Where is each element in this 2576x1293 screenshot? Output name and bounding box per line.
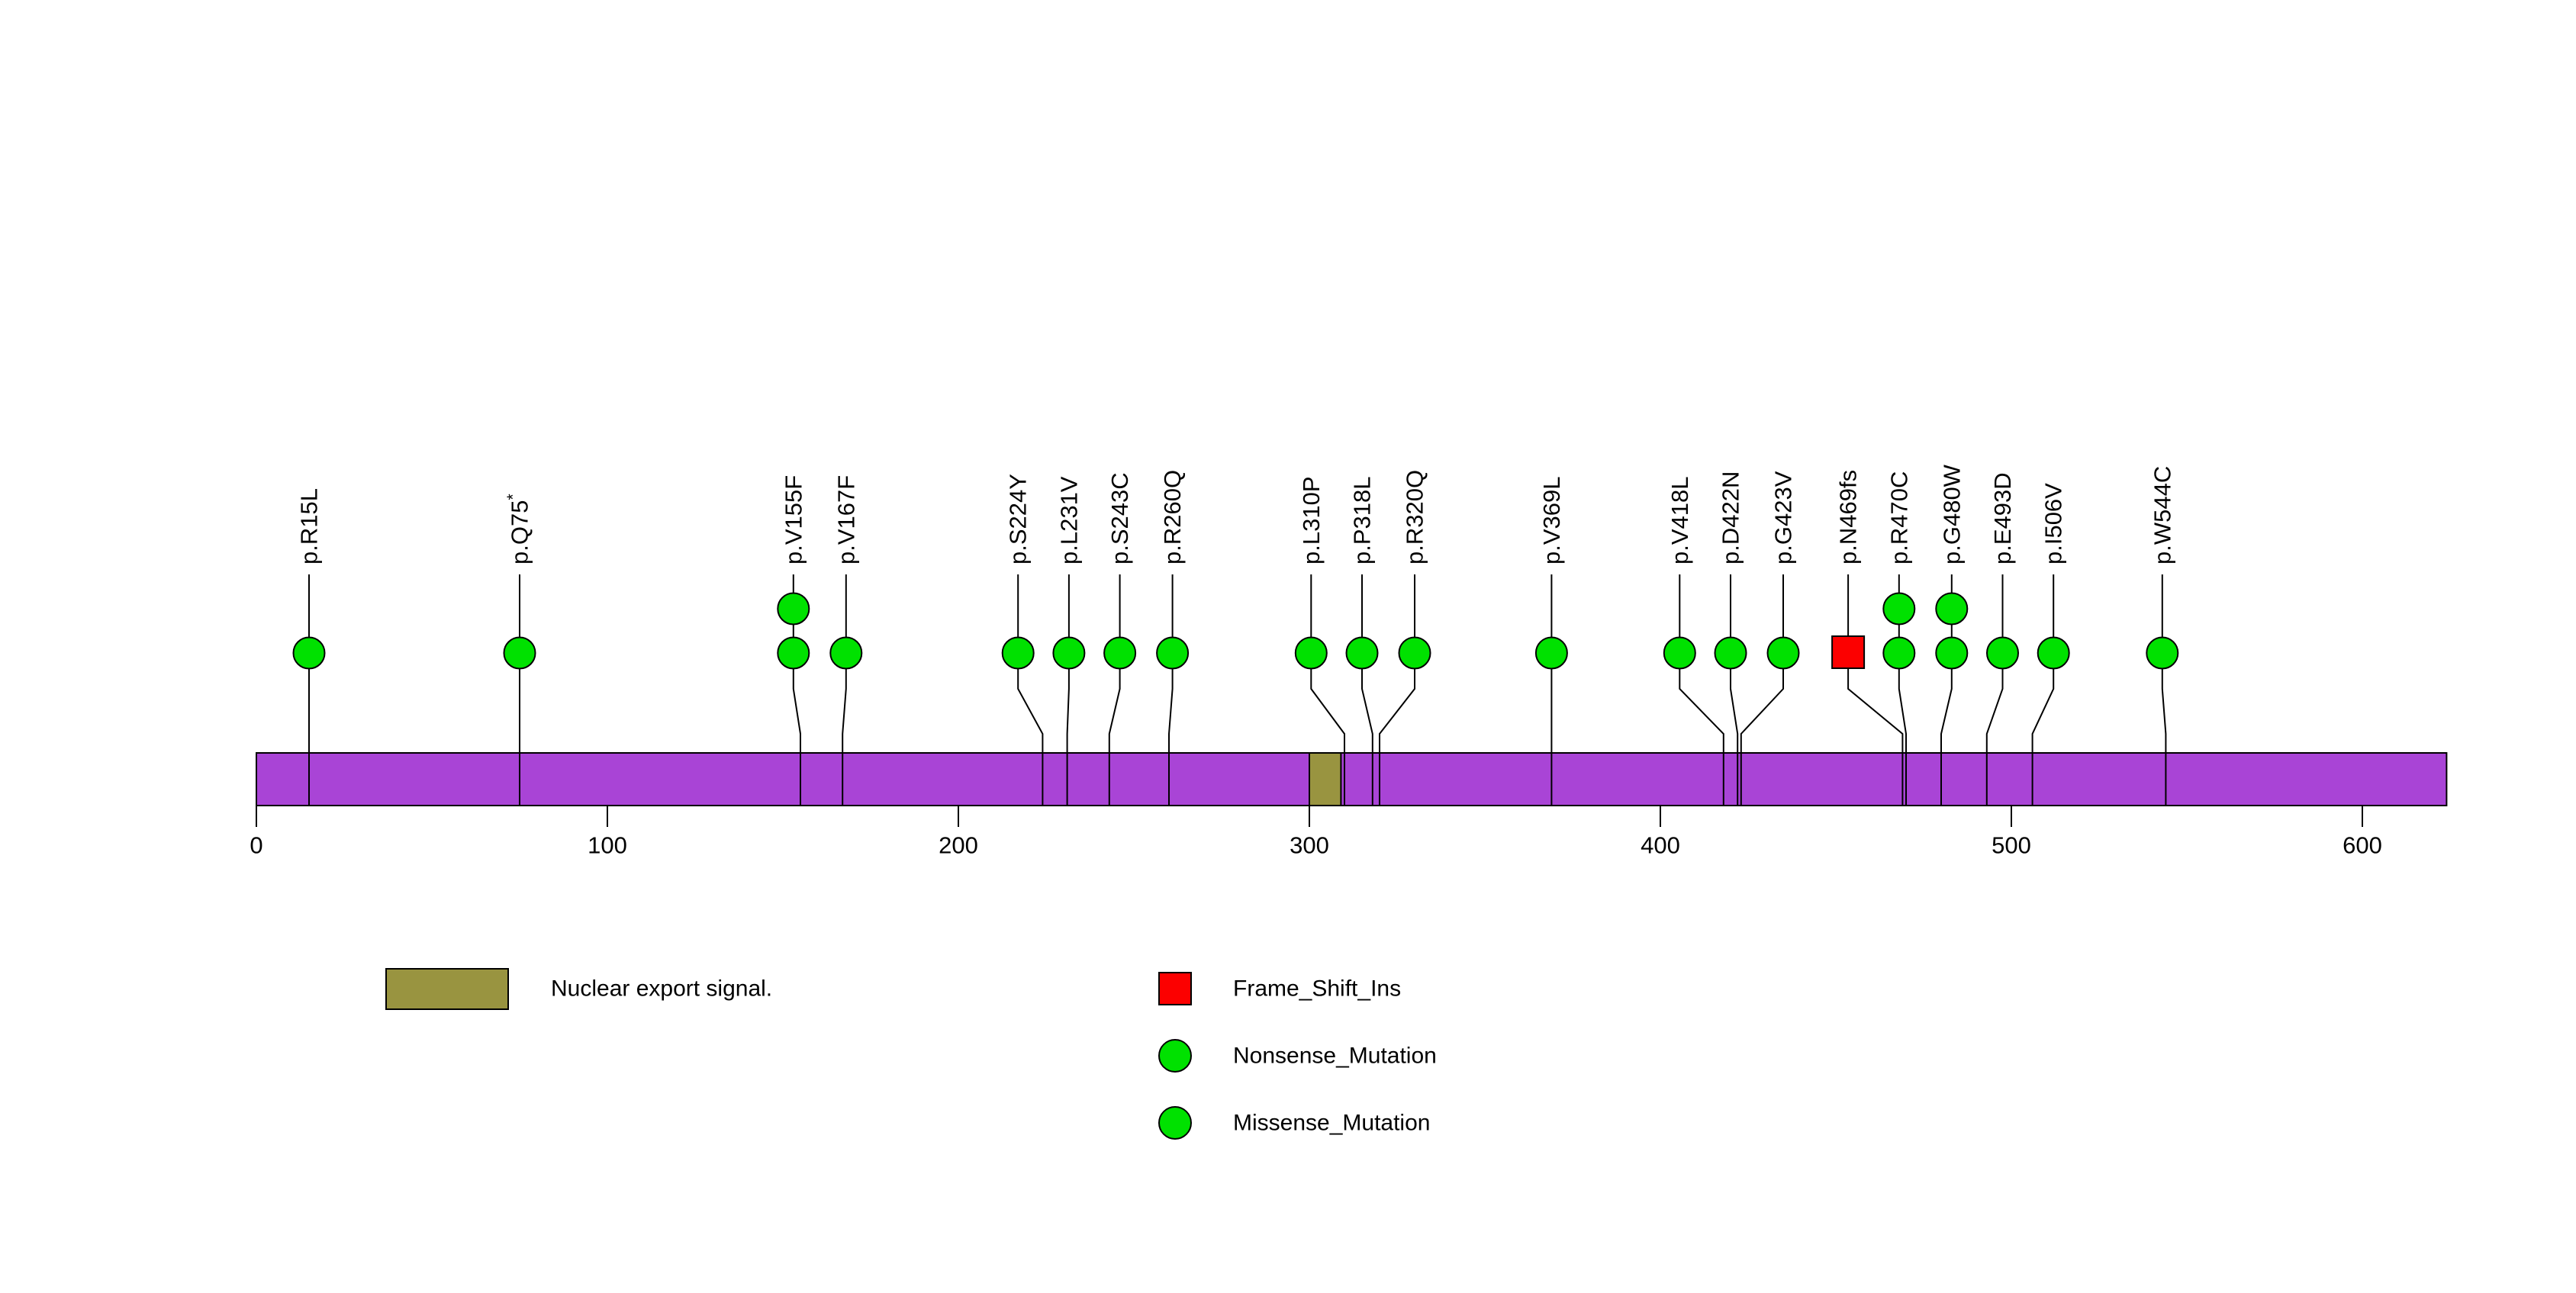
mutation-marker-circle (1986, 636, 2019, 670)
mutation-label: p.R470C (1885, 471, 1912, 564)
mutation-label: p.V167F (832, 475, 859, 564)
mutation-label: p.W544C (2149, 466, 2175, 564)
mutation-label: p.N469fs (1835, 470, 1862, 564)
legend-marker-circle (1158, 1039, 1192, 1073)
mutation-label: p.V418L (1666, 477, 1693, 565)
axis-tick-label: 0 (250, 831, 262, 858)
legend-swatch-domain (385, 968, 509, 1010)
mutation-marker-circle (1294, 636, 1328, 670)
mutation-label: p.Q75* (504, 494, 533, 564)
mutation-marker-circle (1882, 636, 1916, 670)
axis-tick-label: 500 (1992, 831, 2031, 858)
mutation-label: p.I506V (2040, 483, 2067, 564)
axis-tick-label: 300 (1290, 831, 1329, 858)
mutation-marker-circle (1935, 636, 1969, 670)
legend-marker-circle (1158, 1106, 1192, 1140)
mutation-marker-circle (1103, 636, 1137, 670)
mutation-label: p.V155F (780, 475, 807, 564)
mutation-label: p.E493D (1989, 472, 2016, 564)
mutation-marker-circle (1001, 636, 1035, 670)
mutation-marker-circle (292, 636, 326, 670)
axis-tick-label: 100 (588, 831, 627, 858)
domain-nuclear-export-signal (1309, 752, 1342, 806)
mutation-marker-circle (1345, 636, 1379, 670)
mutation-marker-circle (1882, 592, 1916, 626)
mutation-marker-circle (1398, 636, 1431, 670)
mutation-marker-circle (1534, 636, 1568, 670)
axis-tick-label: 200 (939, 831, 978, 858)
mutation-marker-square (1831, 635, 1866, 669)
mutation-label: p.R320Q (1402, 470, 1428, 564)
mutation-marker-circle (829, 636, 863, 670)
mutation-marker-circle (1052, 636, 1086, 670)
legend-label: Frame_Shift_Ins (1233, 976, 1401, 1002)
mutation-label: p.G423V (1770, 471, 1797, 564)
mutation-marker-circle (777, 636, 810, 670)
mutation-marker-circle (2037, 636, 2070, 670)
mutation-marker-circle (1935, 592, 1969, 626)
mutation-marker-circle (2146, 636, 2179, 670)
legend-label-domain: Nuclear export signal. (551, 976, 772, 1002)
mutation-marker-circle (1663, 636, 1696, 670)
mutation-marker-circle (1156, 636, 1190, 670)
mutation-label: p.G480W (1938, 464, 1965, 564)
mutation-label: p.V369L (1538, 477, 1565, 564)
protein-bar (256, 752, 2448, 806)
axis-tick-label: 400 (1641, 831, 1680, 858)
mutation-label: p.R260Q (1159, 470, 1186, 564)
mutation-label: p.L310P (1298, 477, 1325, 565)
mutation-label: p.D422N (1718, 471, 1744, 564)
legend-label: Nonsense_Mutation (1233, 1044, 1437, 1069)
mutation-marker-circle (1714, 636, 1747, 670)
axis-tick-label: 600 (2343, 831, 2382, 858)
mutation-marker-circle (1766, 636, 1800, 670)
mutation-label: p.S224Y (1005, 474, 1032, 564)
legend-label: Missense_Mutation (1233, 1111, 1430, 1136)
mutation-label: p.P318L (1349, 477, 1376, 565)
mutation-label: p.R15L (296, 488, 323, 564)
mutation-label: p.L231V (1055, 476, 1082, 564)
mutation-marker-circle (503, 636, 536, 670)
legend-marker-square (1158, 972, 1192, 1005)
mutation-label: p.S243C (1106, 472, 1133, 564)
mutation-marker-circle (777, 592, 810, 626)
